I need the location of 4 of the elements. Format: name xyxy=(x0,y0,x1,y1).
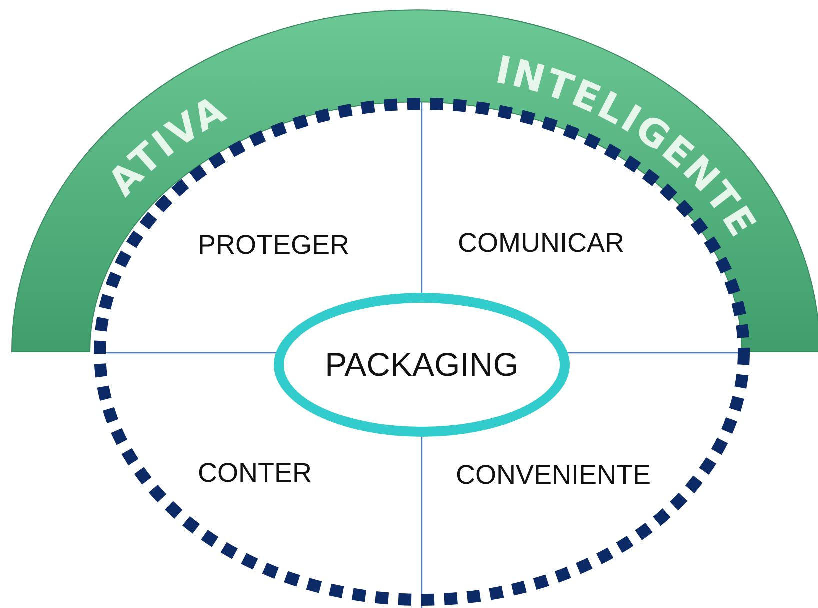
center-label: PACKAGING xyxy=(325,346,519,384)
quadrant-label: CONVENIENTE xyxy=(456,460,652,491)
quadrant-label: PROTEGER xyxy=(198,230,350,261)
quadrant-label: CONTER xyxy=(198,458,312,489)
